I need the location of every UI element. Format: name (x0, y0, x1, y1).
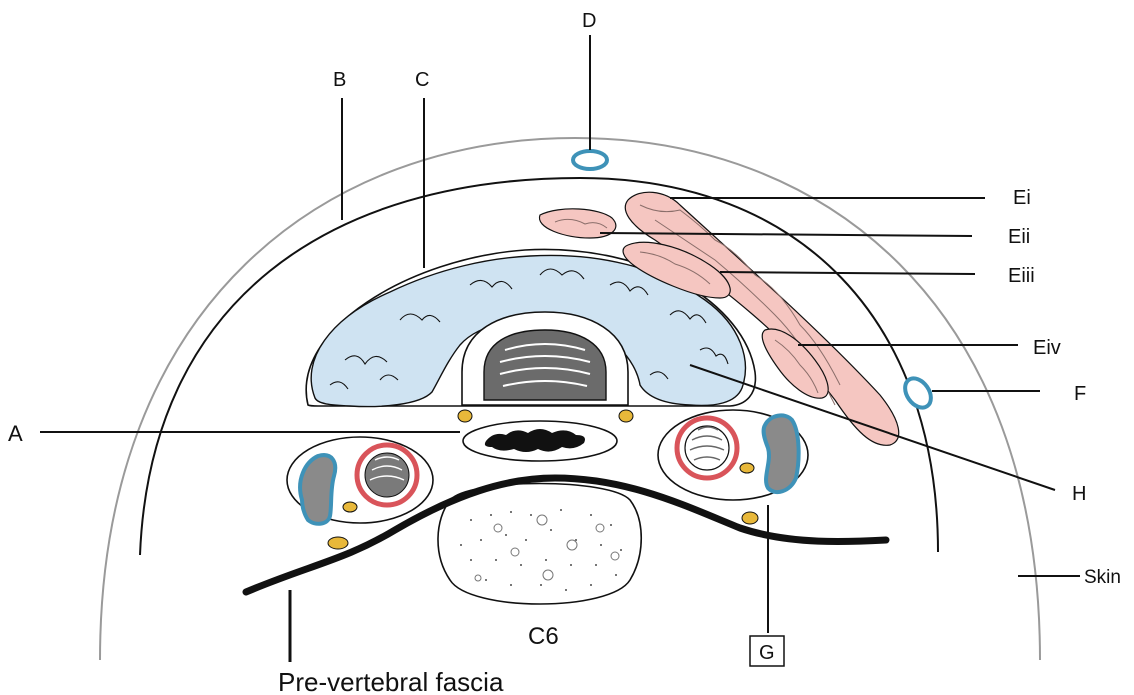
label-ei: Ei (1013, 187, 1031, 209)
leader-line-eiii (720, 272, 975, 274)
anterior-jugular-vein (573, 151, 607, 169)
label-b: B (333, 69, 346, 91)
label-eiv: Eiv (1033, 337, 1061, 359)
label-h: H (1072, 483, 1086, 505)
label-f: F (1074, 383, 1086, 405)
external-jugular-vein (900, 374, 936, 413)
vagus-nerve-right (740, 463, 754, 473)
label-skin: Skin (1084, 567, 1121, 588)
sympathetic-trunk-right (742, 512, 758, 524)
internal-jugular-vein-right (764, 415, 799, 492)
trachea-lumen (484, 330, 606, 400)
carotid-lumen-left (365, 453, 409, 497)
vagus-nerve-left (343, 502, 357, 512)
label-eiii: Eiii (1008, 265, 1035, 287)
carotid-lumen-right (685, 426, 729, 470)
label-d: D (582, 10, 596, 32)
internal-jugular-vein-left (300, 455, 335, 524)
label-prevertebral-fascia: Pre-vertebral fascia (278, 667, 504, 695)
c6-vertebral-body (438, 484, 641, 605)
sympathetic-trunk-left (328, 537, 348, 549)
label-g: G (759, 642, 775, 664)
label-eii: Eii (1008, 226, 1030, 248)
label-c: C (415, 69, 429, 91)
label-a: A (8, 421, 23, 446)
recurrent-laryngeal-nerve-left (458, 410, 472, 422)
label-c6: C6 (528, 623, 559, 650)
recurrent-laryngeal-nerve-right (619, 410, 633, 422)
